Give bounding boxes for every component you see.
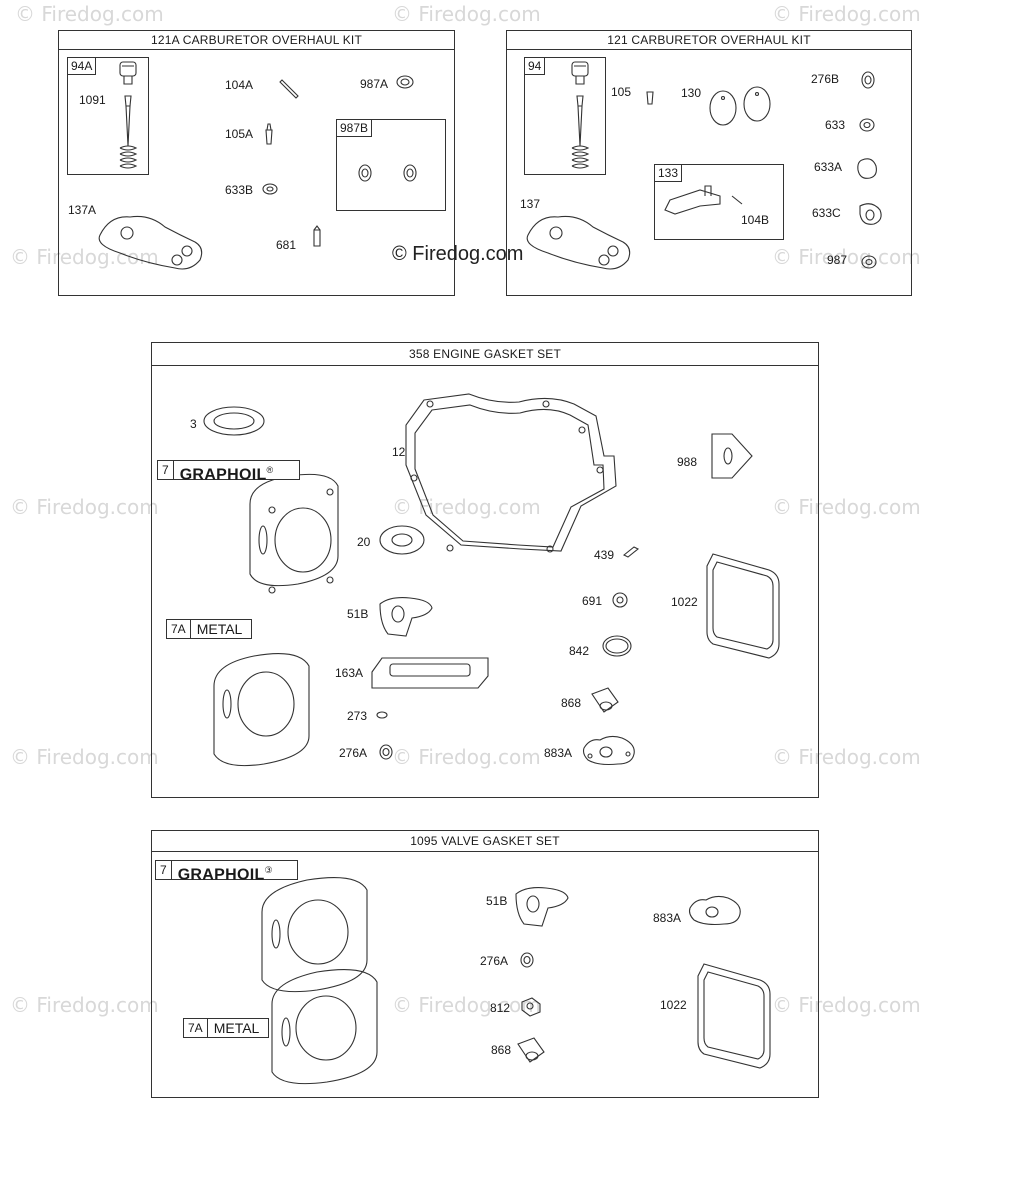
carb-121a-drawings [98,61,417,270]
watermark: © Firedog.com [10,993,159,1017]
subassembly-94a-box [67,57,149,175]
panel-title: 1095 VALVE GASKET SET [152,831,818,852]
panel-title: 121A CARBURETOR OVERHAUL KIT [59,31,454,50]
part-label: 987A [360,77,389,91]
panel-121a-carburetor-kit: 121A CARBURETOR OVERHAUL KIT 94A 987B [58,30,455,296]
watermark: © Firedog.com [772,2,921,26]
part-label: 439 [594,548,615,562]
part-label: 105A [225,127,254,141]
part-label: 137 [520,197,541,211]
subassembly-94-box [524,57,606,175]
panel-title: 358 ENGINE GASKET SET [152,343,818,366]
subassembly-133-tag: 133 [654,164,683,182]
note-number: 7A [184,1019,208,1037]
watermark: © Firedog.com [772,495,921,519]
part-label: 1022 [660,998,687,1012]
part-label: 105 [611,85,632,99]
part-label: 633 [825,118,846,132]
part-label: 633A [814,160,843,174]
part-label: 1091 [79,93,106,107]
part-label: 137A [68,203,97,217]
panel-358-engine-gasket-set: 358 ENGINE GASKET SET [151,342,819,798]
part-label: 104A [225,78,254,92]
part-label: 276A [480,954,509,968]
part-label: 276B [811,72,840,86]
watermark: © Firedog.com [392,2,541,26]
part-label: 633B [225,183,254,197]
subassembly-987b-tag: 987B [336,119,373,137]
part-label: 812 [490,1001,511,1015]
valve-gasket-drawings [261,877,771,1085]
part-label: 633C [812,206,841,220]
part-label: 988 [677,455,698,469]
panel-121-carburetor-kit: 121 CARBURETOR OVERHAUL KIT 94 133 [506,30,912,296]
carb-121-drawings [526,61,882,270]
panel-title: 121 CARBURETOR OVERHAUL KIT [507,31,911,50]
part-label: 681 [276,238,297,252]
note-number: 7 [158,461,174,479]
part-label: 691 [582,594,603,608]
subassembly-94-tag: 94 [524,57,546,75]
part-label: 273 [347,709,368,723]
part-label: 987 [827,253,848,267]
note-text: GRAPHOIL [177,866,265,884]
part-label: 883A [653,911,682,925]
part-label: 868 [561,696,582,710]
part-label: 12 [392,445,406,459]
part-label: 130 [681,86,702,100]
part-label: 104B [741,213,770,227]
graphoil-note: 7 GRAPHOIL® [157,460,300,484]
note-text: METAL [196,621,243,637]
part-label: 842 [569,644,590,658]
watermark: © Firedog.com [392,495,541,519]
note-number: 7A [167,620,191,638]
metal-note: 7A METAL [183,1018,269,1038]
watermark: © Firedog.com [772,993,921,1017]
note-number: 7 [156,861,172,879]
watermark: © Firedog.com [392,993,541,1017]
note-text: METAL [213,1020,260,1036]
part-label: 276A [339,746,368,760]
part-label: 51B [486,894,508,908]
copyright-notice: © Firedog.com [392,243,524,265]
part-label: 163A [335,666,364,680]
watermark: © Firedog.com [10,495,159,519]
part-label: 3 [190,417,197,431]
watermark: © Firedog.com [10,245,159,269]
note-mark: ® [266,465,274,475]
part-label: 1022 [671,595,698,609]
part-label: 883A [544,746,573,760]
graphoil-note: 7 GRAPHOIL③ [155,860,298,884]
subassembly-987b-box [336,119,446,211]
part-label: 868 [491,1043,512,1057]
metal-note: 7A METAL [166,619,252,639]
note-mark: ③ [264,865,273,875]
watermark: © Firedog.com [772,745,921,769]
note-text: GRAPHOIL [179,466,267,484]
engine-gasket-drawings [203,393,780,767]
watermark: © Firedog.com [10,745,159,769]
part-label: 20 [357,535,371,549]
panel-1095-valve-gasket-set: 1095 VALVE GASKET SET [151,830,819,1098]
subassembly-133-box [654,164,784,240]
part-label: 51B [347,607,369,621]
watermark: © Firedog.com [392,745,541,769]
watermark: © Firedog.com [15,2,164,26]
watermark: © Firedog.com [772,245,921,269]
subassembly-94a-tag: 94A [67,57,97,75]
